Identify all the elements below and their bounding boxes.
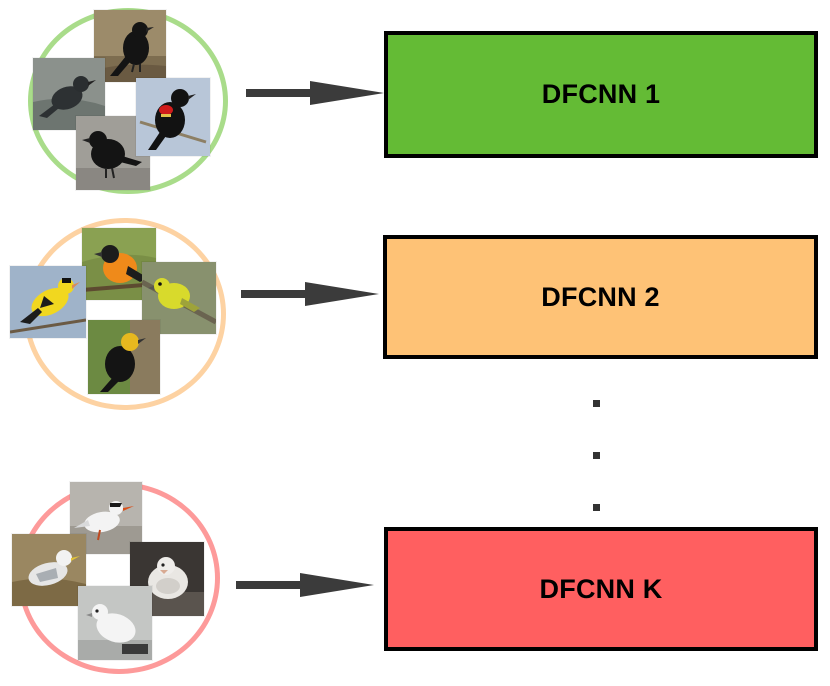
bird-cluster-2 [6,214,230,414]
oriole-icon [82,228,156,300]
ellipsis-dot-3 [593,504,600,511]
model-box-2: DFCNN 2 [383,235,818,359]
yellow-headed-blackbird-icon [88,320,160,394]
ellipsis-dot-1 [593,400,600,407]
blackbird-icon [94,10,166,82]
model-label-2: DFCNN 2 [541,281,660,312]
ellipsis-dot-2 [593,452,600,459]
arrow-icon-1 [246,81,384,105]
arrow-icon-3 [236,573,374,597]
red-winged-blackbird-icon [136,78,210,156]
bird-cluster-1 [22,6,236,200]
arrow-icon-2 [241,282,379,306]
white-pigeon-icon [130,542,204,616]
model-box-1: DFCNN 1 [384,31,818,158]
model-label-k: DFCNN K [539,573,663,604]
bird-cluster-3 [8,476,228,680]
model-box-k: DFCNN K [384,527,818,651]
gull-icon [12,534,86,606]
goldfinch-icon [10,266,86,338]
model-label-1: DFCNN 1 [541,79,661,109]
white-dove-icon [78,586,152,660]
